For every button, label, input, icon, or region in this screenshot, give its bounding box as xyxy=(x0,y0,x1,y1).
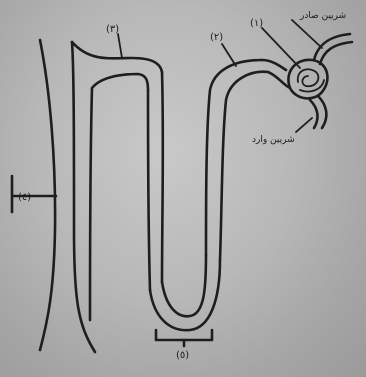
label-part-3: (٣) xyxy=(106,24,119,35)
bowmans-capsule xyxy=(288,60,327,99)
leader-line-afferent xyxy=(296,118,312,132)
connecting-segment-inner xyxy=(92,74,148,90)
leader-line-part-3 xyxy=(118,34,122,58)
ascending-limb-inner xyxy=(148,90,150,290)
proximal-tubule-outer xyxy=(268,72,290,88)
descending-limb-outer xyxy=(220,72,268,260)
label-part-1: (١) xyxy=(250,18,263,29)
glomerulus-coil-1 xyxy=(298,69,319,86)
loop-of-henle-inner xyxy=(162,255,206,316)
bracket-part-5 xyxy=(156,330,212,346)
label-part-2: (٢) xyxy=(210,32,223,43)
connecting-segment-outer xyxy=(72,42,162,72)
afferent-arteriole xyxy=(318,96,326,128)
label-part-5: (٥) xyxy=(176,350,189,361)
descending-limb-inner xyxy=(206,60,262,255)
distal-tubule-inner-wall xyxy=(90,88,92,320)
ascending-limb-outer xyxy=(162,72,163,282)
afferent-arteriole-edge xyxy=(310,100,317,128)
leader-line-efferent xyxy=(292,20,322,48)
label-afferent-arteriole: شريين وارد xyxy=(252,135,295,145)
leader-line-part-2 xyxy=(222,44,236,66)
efferent-arteriole-edge xyxy=(320,42,352,64)
label-part-4: (٤) xyxy=(18,192,31,203)
label-efferent-arteriole: شريين صادر xyxy=(299,11,346,21)
loop-of-henle-outer xyxy=(150,260,220,330)
proximal-tubule-inner xyxy=(262,60,286,70)
